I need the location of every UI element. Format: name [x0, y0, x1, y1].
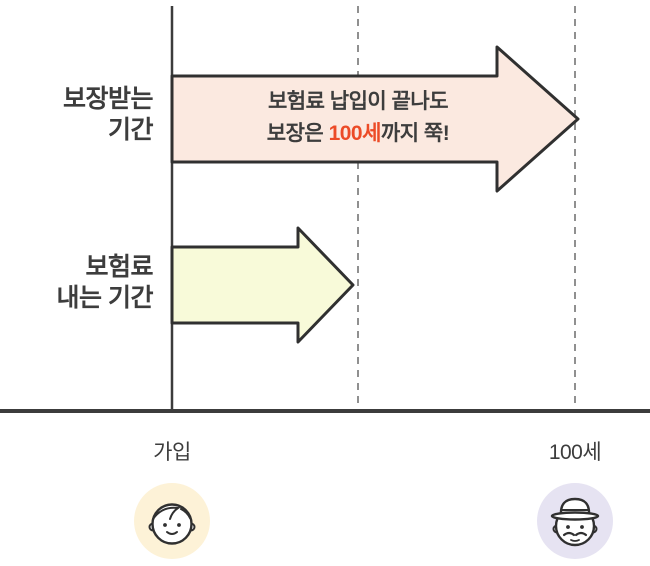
coverage-period-label-line2: 기간 — [107, 116, 154, 144]
coverage-period-label-line1: 보장받는 — [62, 85, 154, 113]
coverage-period-arrow — [170, 45, 580, 193]
axis-label-enrollment: 가입 — [153, 441, 191, 464]
coverage-period-label: 보장받는 기간 — [0, 84, 154, 146]
payment-period-label-line2: 내는 기간 — [56, 284, 154, 312]
young-smile — [166, 531, 178, 535]
old-mustache — [562, 531, 588, 537]
axis-label-age-100: 100세 — [548, 441, 602, 464]
payment-period-label: 보험료 내는 기간 — [0, 252, 154, 314]
coverage-arrow-text: 보험료 납입이 끝나도 보장은 100세까지 쭉! — [187, 86, 529, 150]
coverage-arrow-text-line2: 보장은 100세까지 쭉! — [187, 118, 529, 150]
old-hat-brim — [550, 511, 600, 521]
payment-period-label-line1: 보험료 — [85, 253, 153, 281]
old-left-eye — [566, 525, 570, 529]
coverage-arrow-text-age-highlight: 100세 — [328, 122, 382, 145]
old-mouth — [570, 539, 580, 542]
young-right-eye — [177, 523, 181, 527]
young-hair-side — [180, 508, 191, 519]
young-face — [151, 503, 193, 545]
young-left-eye — [163, 523, 167, 527]
old-right-eye — [580, 525, 584, 529]
young-hair-fringe — [152, 506, 181, 520]
coverage-arrow-text-line2-prefix: 보장은 — [266, 122, 329, 145]
payment-period-arrow — [170, 226, 355, 344]
young-person-icon — [134, 483, 210, 559]
coverage-arrow-text-line1: 보험료 납입이 끝나도 — [267, 90, 449, 113]
old-man-icon — [537, 483, 613, 559]
coverage-arrow-text-line2-suffix: 까지 쭉! — [380, 122, 450, 145]
